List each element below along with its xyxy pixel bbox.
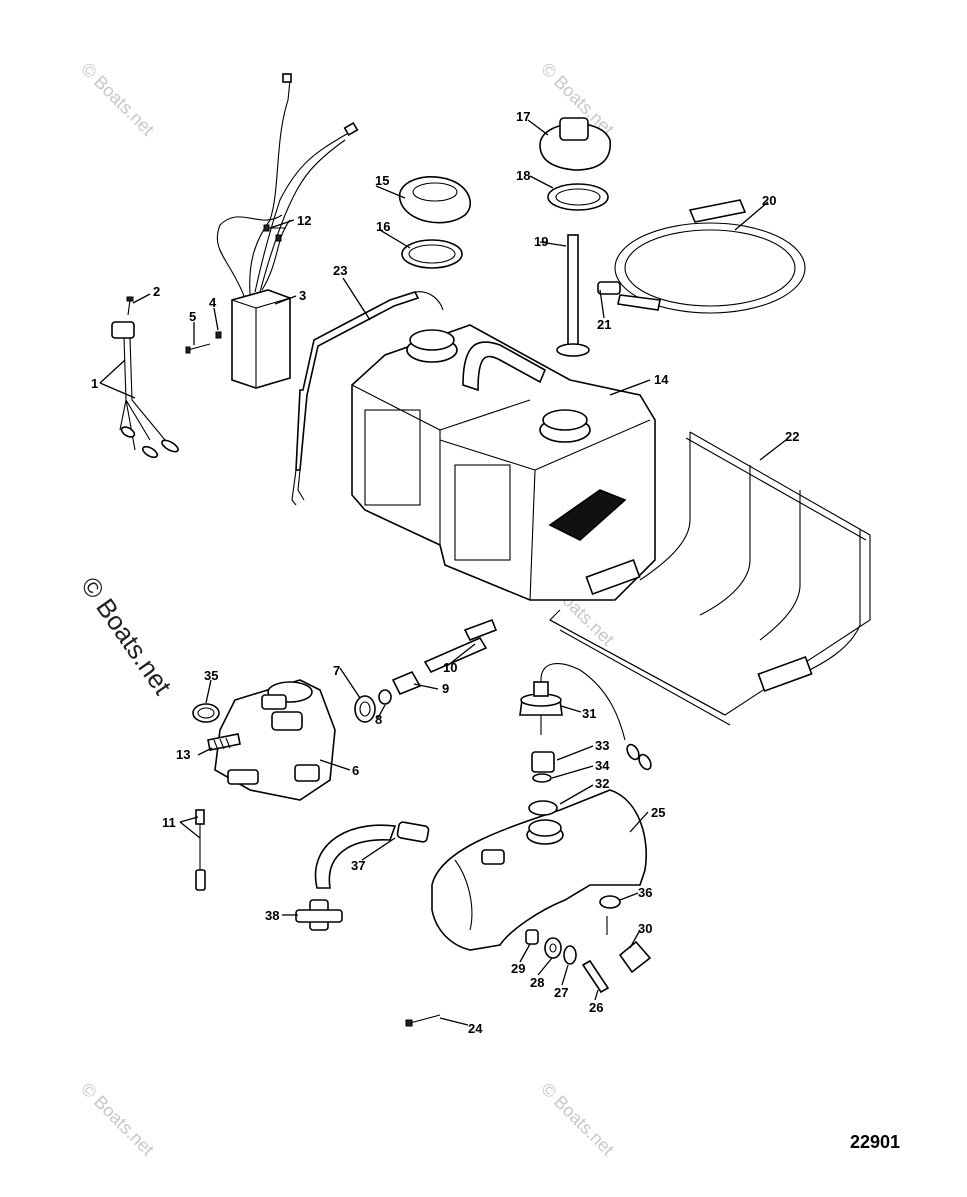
- watermark-bottom-left: © Boats.net: [77, 1079, 158, 1160]
- label-37: 37: [351, 858, 365, 873]
- label-38: 38: [265, 908, 279, 923]
- part-15-fill-cap: [398, 176, 471, 224]
- part-38-tee-fitting: [295, 899, 343, 931]
- label-24: 24: [468, 1021, 483, 1036]
- part-26-screw: [581, 959, 610, 994]
- part-7-seal: [354, 695, 376, 723]
- label-33: 33: [595, 738, 609, 753]
- label-28: 28: [530, 975, 544, 990]
- part-17-pickup-cap: [539, 117, 611, 171]
- part-25-oil-tank: [431, 789, 648, 951]
- part-29-spacer: [525, 929, 539, 945]
- part-4-5-12-fasteners: [185, 224, 286, 354]
- part-9-sleeve: [391, 670, 422, 696]
- label-20: 20: [762, 193, 776, 208]
- label-16: 16: [376, 219, 390, 234]
- part-37-hose: [314, 821, 430, 889]
- part-16-gasket: [401, 239, 463, 269]
- watermark-bottom-right: © Boats.net: [537, 1079, 618, 1160]
- part-20-hose: [614, 199, 806, 314]
- part-13-screw: [207, 733, 241, 751]
- label-12: 12: [297, 213, 311, 228]
- label-4: 4: [209, 295, 217, 310]
- part-2-screw: [126, 296, 134, 316]
- label-5: 5: [189, 309, 196, 324]
- part-34-washer: [532, 773, 552, 783]
- label-19: 19: [534, 234, 548, 249]
- part-33-bushing: [531, 751, 555, 773]
- label-11: 11: [162, 815, 176, 830]
- label-27: 27: [554, 985, 568, 1000]
- label-30: 30: [638, 921, 652, 936]
- label-35: 35: [204, 668, 218, 683]
- part-10-valve: [423, 618, 498, 674]
- part-labels: 1 2 3 4 5 6 7 8 9 10 11 12 13 14 15 16 1…: [91, 109, 799, 1036]
- part-24-pin: [405, 1014, 441, 1027]
- label-26: 26: [589, 1000, 603, 1015]
- part-23-strap: [291, 291, 444, 506]
- label-18: 18: [516, 168, 530, 183]
- part-21-fitting: [597, 281, 621, 295]
- watermark-left: © Boats.net: [75, 571, 178, 700]
- part-36-clamp: [599, 895, 621, 935]
- label-7: 7: [333, 663, 340, 678]
- label-36: 36: [638, 885, 652, 900]
- part-11-connector: [195, 809, 206, 891]
- label-25: 25: [651, 805, 665, 820]
- leader-lines: [99, 119, 787, 1026]
- label-3: 3: [299, 288, 306, 303]
- part-18-gasket: [547, 183, 609, 211]
- label-2: 2: [153, 284, 160, 299]
- watermarks: © Boats.net © Boats.net © Boats.net © Bo…: [75, 59, 618, 1160]
- part-6-fuel-pump: [214, 679, 336, 801]
- label-31: 31: [582, 706, 596, 721]
- label-32: 32: [595, 776, 609, 791]
- label-21: 21: [597, 317, 611, 332]
- part-31-sensor-cap: [519, 663, 652, 771]
- label-17: 17: [516, 109, 530, 124]
- part-14-twin-tanks: [351, 324, 656, 601]
- watermark-top-left: © Boats.net: [77, 59, 158, 140]
- label-10: 10: [443, 660, 457, 675]
- label-34: 34: [595, 758, 610, 773]
- part-30-sleeve: [618, 940, 652, 974]
- diagram-number: 22901: [850, 1132, 900, 1152]
- label-8: 8: [375, 712, 382, 727]
- part-35-clamp: [192, 703, 220, 723]
- label-23: 23: [333, 263, 347, 278]
- part-8-o-ring: [378, 689, 392, 705]
- part-27-washer: [563, 945, 577, 965]
- part-22-tank-bracket: [549, 431, 871, 726]
- part-19-pickup-tube: [556, 234, 590, 357]
- label-22: 22: [785, 429, 799, 444]
- label-13: 13: [176, 747, 190, 762]
- part-28-grommet: [544, 937, 562, 959]
- label-9: 9: [442, 681, 449, 696]
- label-6: 6: [352, 763, 359, 778]
- label-15: 15: [375, 173, 389, 188]
- part-3-module: [216, 73, 359, 389]
- label-14: 14: [654, 372, 669, 387]
- part-1-harness: [111, 321, 179, 459]
- part-32-gasket: [528, 800, 558, 816]
- label-29: 29: [511, 961, 525, 976]
- label-1: 1: [91, 376, 98, 391]
